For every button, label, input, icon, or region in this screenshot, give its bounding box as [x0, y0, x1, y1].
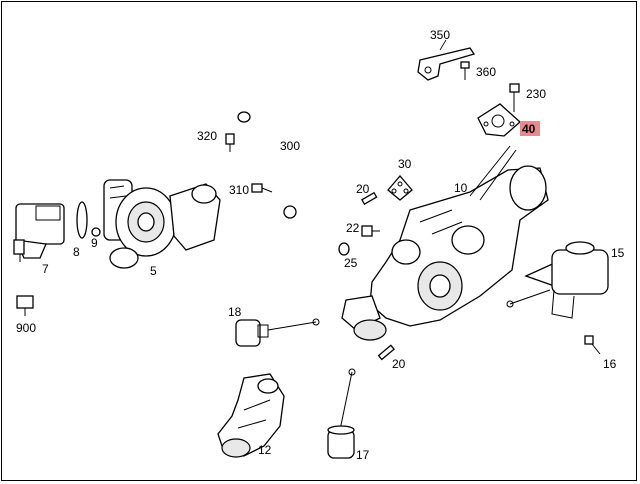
part-40-gasket[interactable]: [477, 103, 521, 137]
callout-350[interactable]: 350: [430, 28, 450, 42]
callout-9[interactable]: 9: [91, 236, 98, 250]
part-320-bolt[interactable]: [225, 133, 235, 152]
part-350-bracket[interactable]: [417, 47, 476, 81]
callout-20-lower[interactable]: 20: [392, 357, 406, 371]
callout-40-highlight: [520, 121, 540, 136]
part-17-actuator[interactable]: [327, 368, 356, 459]
callout-8[interactable]: 8: [73, 245, 80, 259]
callout-22[interactable]: 22: [346, 221, 360, 235]
callout-25[interactable]: 25: [344, 256, 358, 270]
part-30-flange[interactable]: [387, 175, 413, 201]
part-310-bolt[interactable]: [251, 183, 273, 193]
part-900-connector[interactable]: [16, 295, 34, 316]
callout-360[interactable]: 360: [476, 65, 496, 79]
callout-30[interactable]: 30: [398, 157, 412, 171]
callout-310[interactable]: 310: [229, 183, 249, 197]
part-9-clip[interactable]: [91, 227, 101, 237]
callout-17[interactable]: 17: [356, 448, 370, 462]
part-22-screw[interactable]: [361, 225, 380, 237]
callout-12[interactable]: 12: [258, 443, 272, 457]
callout-10[interactable]: 10: [454, 181, 468, 195]
callout-7[interactable]: 7: [42, 262, 49, 276]
part-12-exhaust-elbow[interactable]: [217, 373, 285, 458]
part-25-oring[interactable]: [338, 242, 350, 256]
part-20-pin-upper[interactable]: [361, 191, 378, 205]
callout-16[interactable]: 16: [603, 357, 617, 371]
part-360-bolt[interactable]: [460, 61, 470, 80]
part-20-pin-lower[interactable]: [377, 344, 395, 361]
callout-5[interactable]: 5: [150, 264, 157, 278]
part-7-actuator[interactable]: [13, 203, 65, 262]
callout-900[interactable]: 900: [16, 321, 36, 335]
part-300-oil-pipe[interactable]: [237, 111, 297, 219]
callout-18[interactable]: 18: [228, 305, 242, 319]
callout-20-upper[interactable]: 20: [356, 182, 370, 196]
callout-15[interactable]: 15: [611, 246, 625, 260]
part-230-bolt[interactable]: [509, 83, 520, 112]
part-5-turbocharger[interactable]: [103, 179, 221, 269]
callout-230[interactable]: 230: [526, 87, 546, 101]
callout-320[interactable]: 320: [197, 129, 217, 143]
callout-40[interactable]: 40: [522, 122, 536, 136]
callout-300[interactable]: 300: [280, 139, 300, 153]
leader-350: [439, 39, 447, 51]
part-16-bolt[interactable]: [584, 335, 601, 355]
part-8-seal[interactable]: [76, 201, 88, 239]
part-10-turbocharger-assembly[interactable]: [341, 145, 549, 341]
part-18-actuator[interactable]: [235, 318, 320, 347]
part-15-actuator[interactable]: [506, 241, 609, 319]
